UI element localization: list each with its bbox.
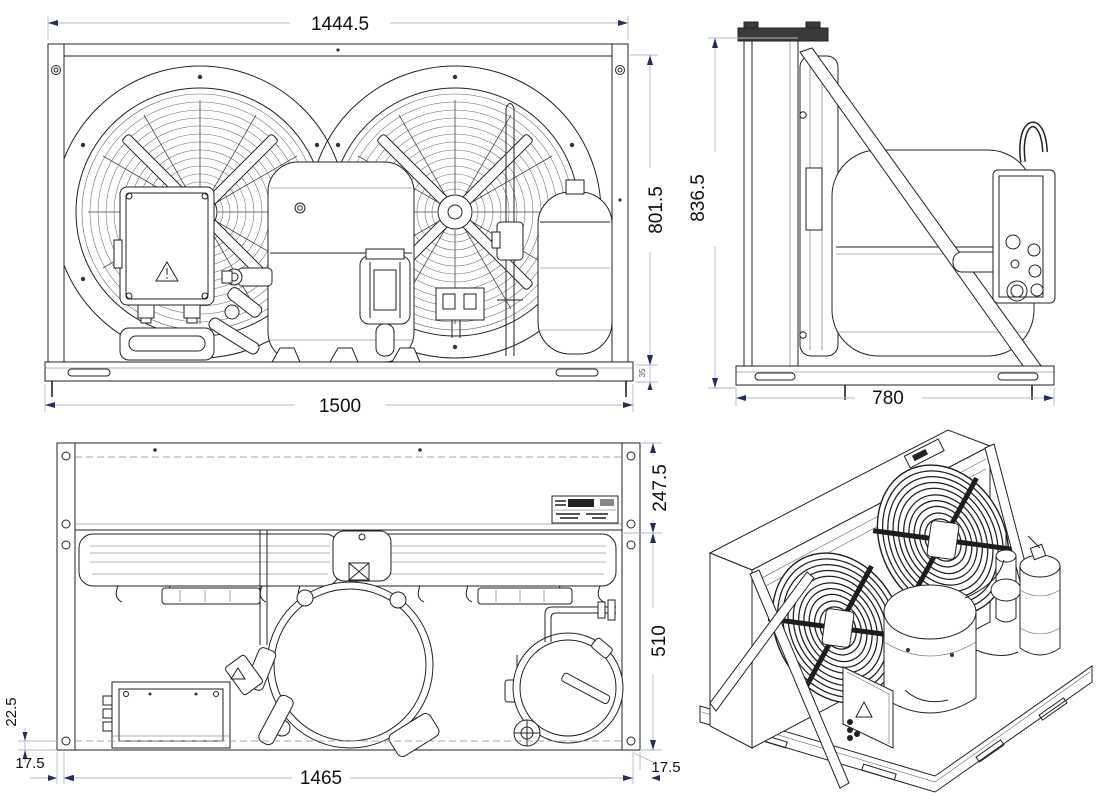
iso-piping	[904, 559, 1019, 703]
dim-top-width-chain: 17.5 1465 17.5	[15, 752, 681, 789]
receiver-tank	[537, 179, 613, 355]
dim-front-top-width: 1444.5	[47, 14, 629, 40]
iso-receiver	[1019, 535, 1061, 656]
base-rail-side	[735, 365, 1055, 400]
dim-text-front-height: 801.5	[646, 186, 667, 234]
unit-frame	[47, 43, 629, 367]
front-view: 1444.5 1500 801.5 35	[44, 14, 667, 417]
dim-top-foot-offset: 22.5	[3, 697, 57, 763]
condenser-top	[75, 448, 622, 531]
electrical-box-top	[102, 681, 231, 749]
iso-compressor	[883, 584, 977, 714]
dim-text-top-width: 1444.5	[311, 14, 369, 35]
dim-front-height: 801.5	[630, 54, 667, 366]
dim-side-height: 836.5	[688, 37, 798, 389]
dim-text-margin-left: 17.5	[15, 755, 44, 772]
dim-text-chassis-depth: 510	[649, 625, 670, 657]
liquid-line-top	[544, 599, 616, 642]
base-rail	[44, 361, 634, 397]
side-view: 836.5 780	[688, 21, 1056, 409]
fan-shroud-side	[799, 55, 839, 357]
electrical-box	[113, 186, 215, 361]
iso-electrical-box	[842, 666, 894, 749]
iso-nameplate	[903, 438, 945, 469]
dim-text-foot-offset: 22.5	[3, 697, 20, 726]
fan-deck-top	[78, 530, 617, 605]
dim-text-margin-right: 17.5	[651, 759, 680, 776]
dim-text-base-height: 35	[638, 368, 647, 377]
iso-strut-left	[709, 569, 850, 789]
dim-top-chassis-depth: 510	[640, 533, 670, 751]
control-box	[992, 169, 1056, 304]
iso-warning-triangle-icon	[855, 700, 873, 718]
dim-side-depth: 780	[735, 388, 1055, 409]
iso-accumulator	[990, 530, 1022, 623]
nameplate	[551, 495, 619, 524]
top-view: 247.5 510 22.5 17.5 1465 17.5	[3, 442, 681, 789]
suction-pipe-top	[224, 530, 294, 746]
dim-text-side-depth: 780	[872, 388, 904, 409]
condenser-coil-side	[737, 21, 829, 367]
compressor-top	[266, 581, 440, 757]
suction-line	[491, 103, 524, 356]
dim-text-overall-width: 1500	[319, 396, 361, 417]
pressure-switch	[435, 287, 485, 338]
receiver-top	[512, 632, 624, 747]
dim-text-inner-width: 1465	[300, 768, 342, 789]
compressor	[208, 161, 421, 363]
lifting-hook	[1019, 121, 1048, 163]
dim-top-condenser-depth: 247.5	[622, 442, 671, 534]
dim-front-base-height: 35	[636, 357, 658, 390]
dim-text-side-height: 836.5	[688, 174, 709, 222]
dim-text-condenser-depth: 247.5	[650, 464, 671, 512]
isometric-view	[699, 429, 1093, 793]
warning-triangle-icon	[155, 261, 179, 282]
iso-base	[699, 665, 1093, 793]
service-valves	[208, 267, 273, 355]
dim-front-overall-width: 1500	[44, 384, 634, 417]
oil-filter	[359, 248, 411, 357]
